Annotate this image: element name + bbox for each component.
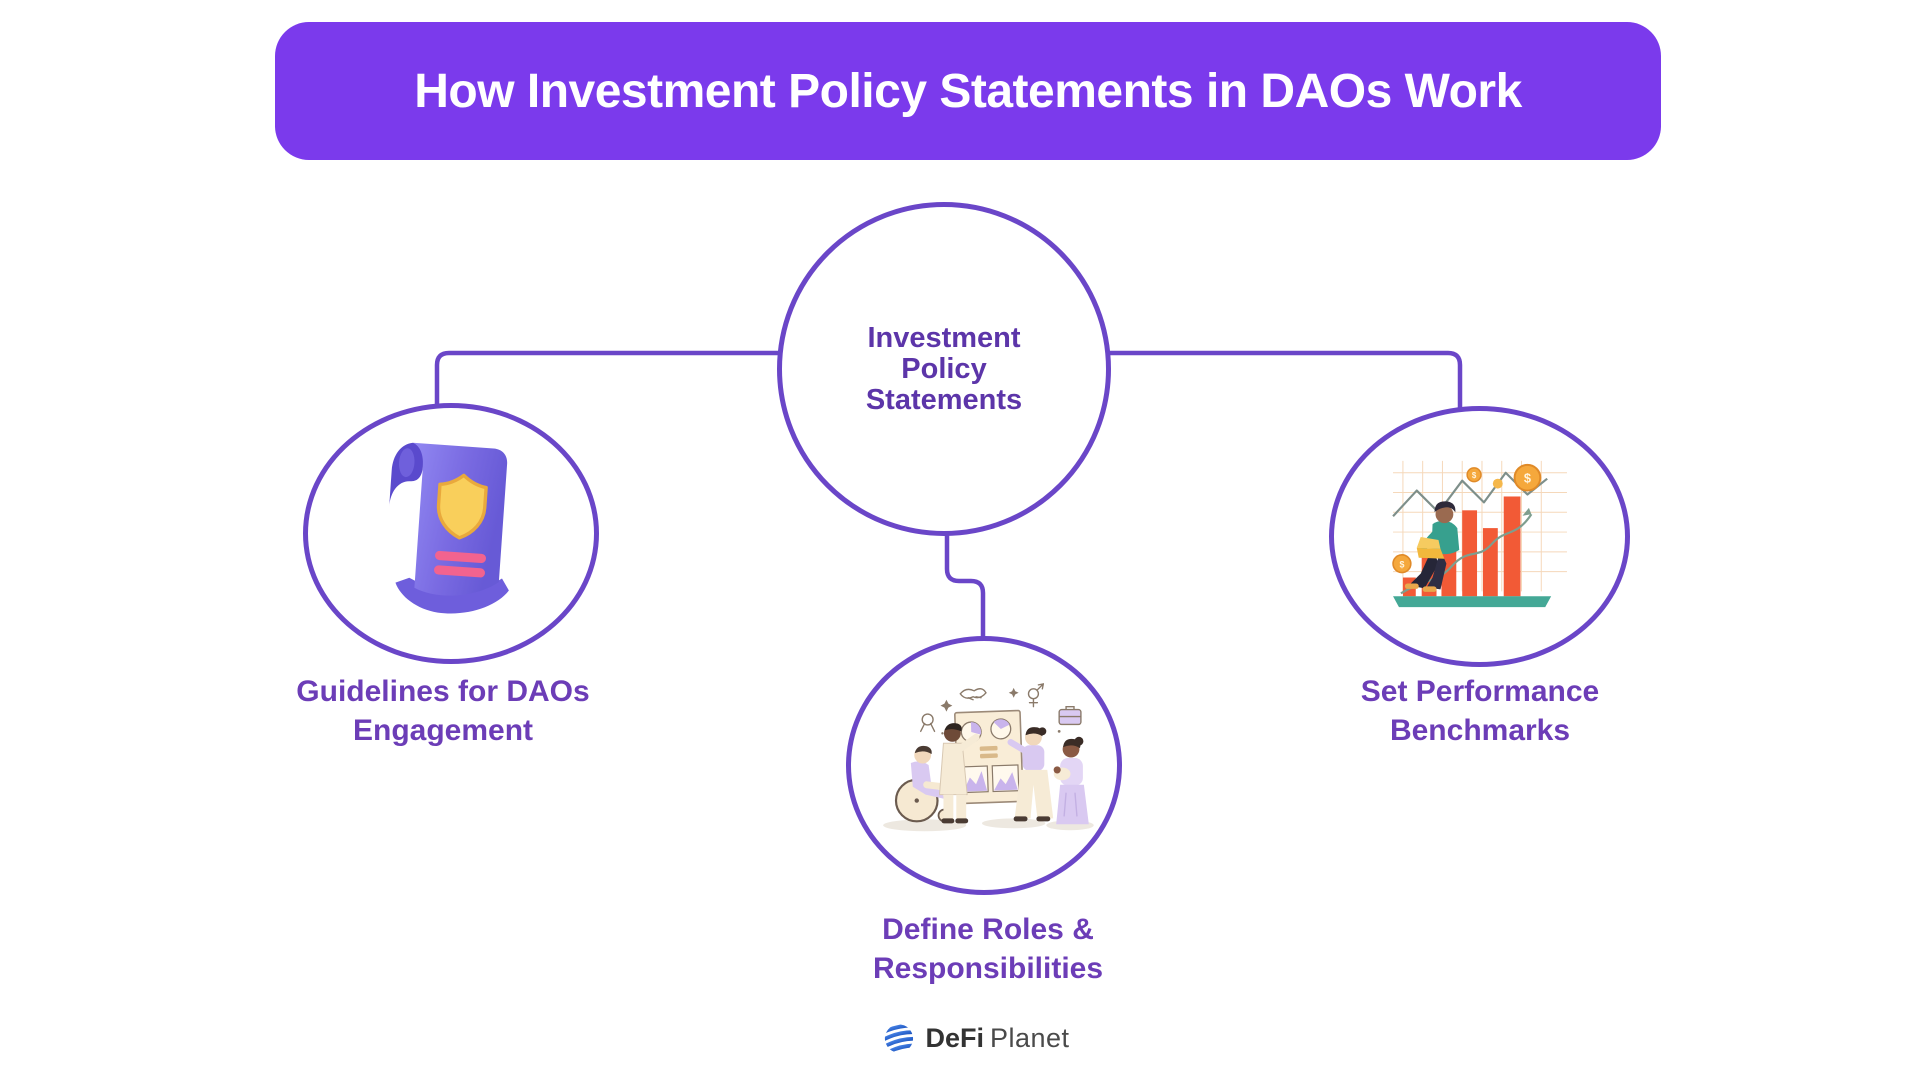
center-node-circle: Investment Policy Statements [777, 202, 1111, 536]
page-title: How Investment Policy Statements in DAOs… [414, 64, 1522, 118]
svg-text:$: $ [1399, 559, 1404, 569]
label-benchmarks: Set Performance Benchmarks [1360, 675, 1600, 747]
label-roles: Define Roles & Responsibilities [872, 913, 1104, 985]
label-guidelines: Guidelines for DAOs Engagement [296, 675, 590, 747]
scroll-shield-illustration [389, 442, 509, 613]
svg-text:$: $ [1471, 471, 1476, 480]
growth-bar-chart-illustration: $ $ $ [1391, 460, 1567, 607]
center-node-label: Investment Policy Statements [865, 321, 1023, 416]
defi-planet-globe-icon [882, 1023, 916, 1055]
svg-text:$: $ [1523, 470, 1530, 485]
node-circle-guidelines [303, 403, 599, 664]
node-circle-roles [846, 636, 1122, 895]
team-collaboration-illustration [883, 682, 1094, 831]
connector-left [434, 350, 782, 408]
footer-brand: DeFi Planet [882, 1022, 1069, 1055]
footer-brand-text: DeFi Planet [925, 1023, 1070, 1053]
connector-bottom [944, 531, 986, 641]
node-circle-benchmarks: $ $ $ [1329, 406, 1630, 667]
connector-right [1106, 350, 1463, 411]
header-banner: How Investment Policy Statements in DAOs… [275, 22, 1661, 160]
